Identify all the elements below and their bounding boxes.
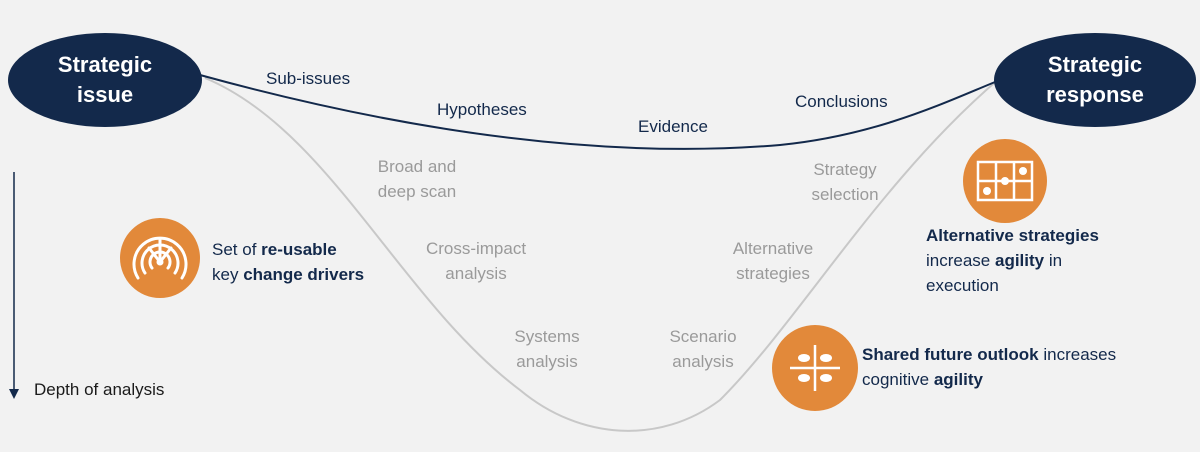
strategies-text-3: execution	[926, 276, 999, 295]
outlook-emphasis: agility	[933, 370, 983, 389]
lower-step-broad-scan: Broad and deep scan	[377, 157, 457, 201]
drivers-emphasis-2: change drivers	[243, 265, 365, 284]
strategies-text-2: in	[1044, 251, 1063, 270]
strategies-emphasis: agility	[994, 251, 1045, 270]
strategies-callout: Alternative strategies increase agility …	[926, 223, 1156, 298]
drivers-text-1: Set of	[212, 240, 262, 259]
upper-step-hypotheses: Hypotheses	[437, 100, 527, 119]
outlook-text-1: increases	[1038, 345, 1117, 364]
outlook-text-2: cognitive	[862, 370, 934, 389]
direct-path-line	[199, 74, 1001, 150]
strategic-issue-label: Strategic issue	[57, 52, 153, 107]
grid-options-icon	[963, 139, 1047, 223]
strategies-text-1: increase	[926, 251, 995, 270]
upper-step-evidence: Evidence	[638, 117, 708, 136]
drivers-text-2: key	[212, 265, 244, 284]
outlook-callout: Shared future outlook increases cognitiv…	[862, 342, 1162, 392]
lower-step-cross-impact: Cross-impact analysis	[425, 239, 527, 283]
strategies-heading: Alternative strategies	[926, 226, 1099, 245]
radar-icon	[120, 218, 200, 298]
strategic-issue-node: Strategic issue	[8, 33, 202, 127]
drivers-emphasis-1: re-usable	[261, 240, 337, 259]
upper-step-conclusions: Conclusions	[795, 92, 888, 111]
lower-step-selection: Strategy selection	[811, 160, 879, 204]
depth-curve	[204, 77, 1001, 432]
outlook-heading: Shared future outlook	[862, 345, 1039, 364]
lower-step-alternative: Alternative strategies	[732, 239, 814, 283]
strategic-response-node: Strategic response	[994, 33, 1196, 127]
strategic-response-label: Strategic response	[1046, 52, 1144, 107]
depth-axis-label: Depth of analysis	[34, 380, 165, 399]
lower-step-systems: Systems analysis	[514, 327, 580, 371]
drivers-callout: Set of re-usable key change drivers	[212, 237, 412, 287]
scenario-quadrant-icon	[772, 325, 858, 411]
upper-step-sub-issues: Sub-issues	[266, 69, 351, 88]
lower-step-scenario: Scenario analysis	[669, 327, 737, 371]
depth-axis-arrow	[9, 389, 19, 399]
